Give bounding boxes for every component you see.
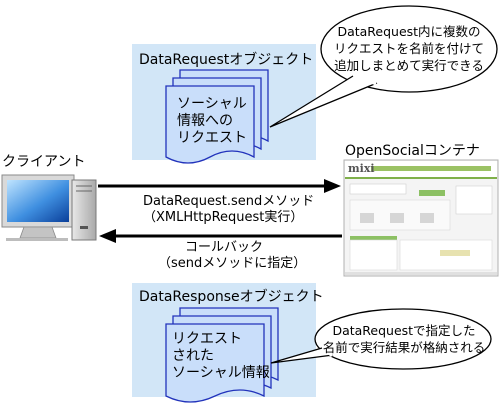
response-object-title: DataResponseオブジェクト <box>139 289 324 305</box>
container-screenshot-icon <box>343 159 499 277</box>
request-document-stack-icon <box>165 69 269 164</box>
response-callout-line: 名前で実行結果が格納される <box>322 340 486 355</box>
request-document-line: リクエスト <box>177 130 247 146</box>
callback-arrow-label: コールバック <box>185 240 264 255</box>
response-document-line: リクエスト <box>172 331 242 347</box>
callback-arrow-sublabel: （sendメソッドに指定） <box>158 256 307 271</box>
container-brand-logo: mixi <box>348 162 375 175</box>
request-document-line: 情報への <box>177 113 233 129</box>
response-document-line: ソーシャル情報 <box>172 365 270 381</box>
request-object-title: DataRequestオブジェクト <box>139 52 314 68</box>
request-callout-text: DataRequest内に複数の リクエストを名前を付けて 追加しまとめて実行で… <box>331 23 487 74</box>
response-document-text: リクエスト された ソーシャル情報 <box>172 331 270 382</box>
request-document-text: ソーシャル 情報への リクエスト <box>177 96 247 147</box>
request-document-line: ソーシャル <box>177 96 247 112</box>
response-callout-text: DataRequestで指定した 名前で実行結果が格納される <box>322 322 486 356</box>
response-callout-line: DataRequestで指定した <box>332 323 476 338</box>
request-callout-line: リクエストを名前を付けて <box>333 41 484 56</box>
send-arrow-sublabel: （XMLHttpRequest実行） <box>143 210 304 225</box>
request-callout-bubble <box>269 5 498 128</box>
send-arrow <box>98 179 341 193</box>
request-callout-line: 追加しまとめて実行できる <box>334 58 484 73</box>
client-label: クライアント <box>2 154 86 170</box>
response-callout-bubble <box>270 308 492 370</box>
container-label: OpenSocialコンテナ <box>345 143 480 159</box>
request-callout-line: DataRequest内に複数の <box>337 24 481 39</box>
send-arrow-label: DataRequest.sendメソッド <box>143 194 315 209</box>
response-document-stack-icon <box>165 307 279 403</box>
client-computer-icon <box>1 174 97 241</box>
response-document-line: された <box>172 348 214 364</box>
callback-arrow <box>99 229 342 243</box>
